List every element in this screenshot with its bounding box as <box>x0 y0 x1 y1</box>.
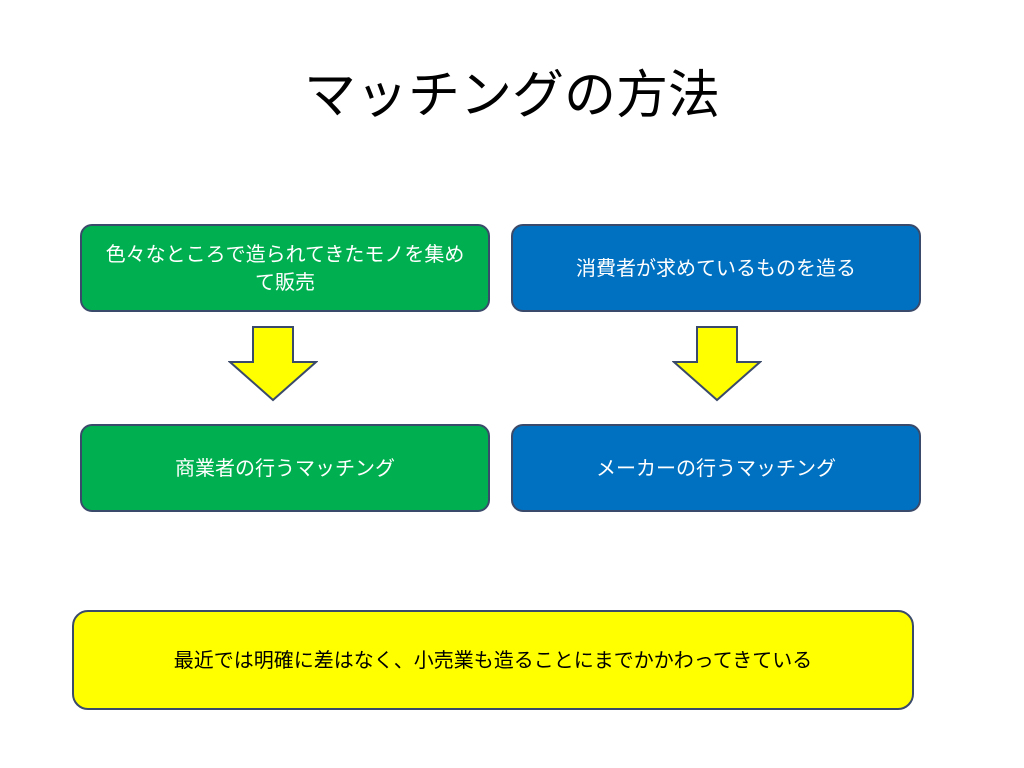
maker-description-box: 消費者が求めているものを造る <box>511 224 921 312</box>
merchant-description-text: 色々なところで造られてきたモノを集めて販売 <box>105 242 465 294</box>
maker-matching-box: メーカーの行うマッチング <box>511 424 921 512</box>
merchant-matching-box: 商業者の行うマッチング <box>80 424 490 512</box>
summary-box: 最近では明確に差はなく、小売業も造ることにまでかかわってきている <box>72 610 914 710</box>
merchant-matching-text: 商業者の行うマッチング <box>175 456 395 480</box>
slide-title: マッチングの方法 <box>303 66 720 126</box>
maker-description-text: 消費者が求めているものを造る <box>576 256 856 280</box>
merchant-description-box: 色々なところで造られてきたモノを集めて販売 <box>80 224 490 312</box>
down-arrow-left-icon <box>228 326 318 402</box>
summary-text: 最近では明確に差はなく、小売業も造ることにまでかかわってきている <box>173 648 813 672</box>
down-arrow-right-icon <box>672 326 762 402</box>
maker-matching-text: メーカーの行うマッチング <box>596 456 836 480</box>
